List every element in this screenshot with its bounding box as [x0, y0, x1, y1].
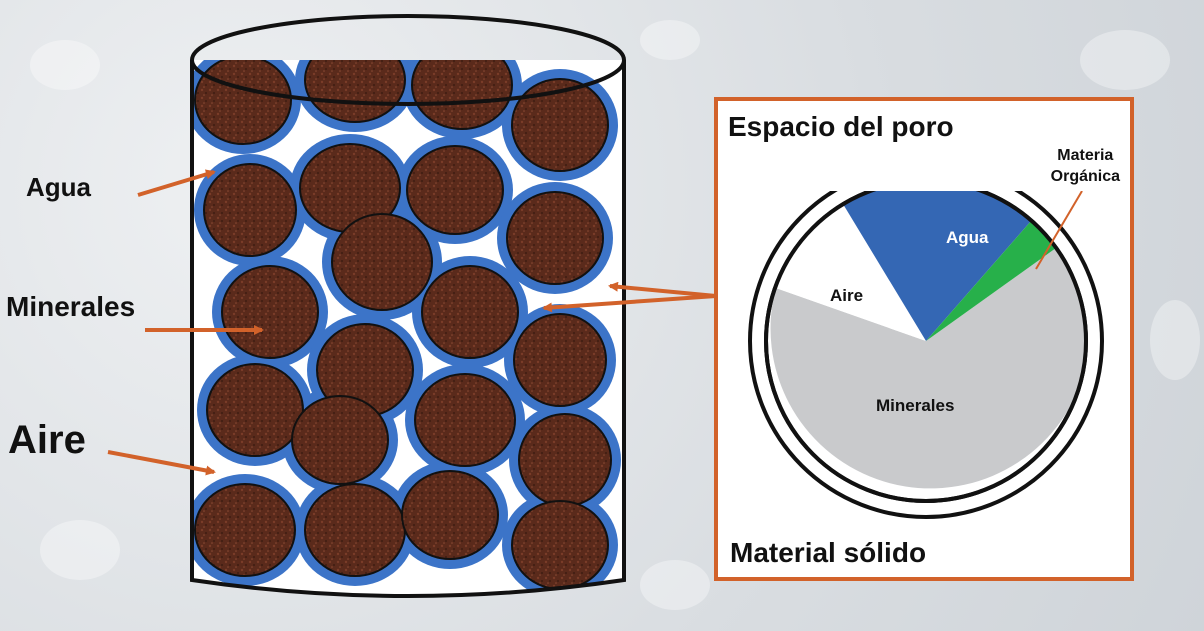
column-top-rim [190, 14, 626, 106]
soil-particle [414, 373, 516, 467]
soil-particle [401, 470, 499, 560]
soil-particle [421, 265, 519, 359]
organic-matter-leader [1035, 191, 1083, 270]
organic-matter-label-line2: Orgánica [1050, 168, 1120, 185]
organic-matter-label: Materia Orgánica [1051, 145, 1120, 187]
minerals-label: Minerales [6, 291, 136, 322]
soil-particles [192, 60, 621, 596]
air-arrow [107, 450, 216, 476]
soil-particle [304, 60, 406, 123]
column-outline [190, 60, 626, 598]
pore-arrow-upper [608, 281, 717, 298]
soil-particle [194, 483, 296, 577]
pie-label-air: Aire [830, 286, 863, 305]
pore-arrow-lower [542, 294, 717, 313]
water-drop [1080, 30, 1170, 90]
pie-label-water: Agua [946, 228, 989, 247]
pie-slice-minerals [770, 248, 1086, 489]
pie-label-minerals: Minerales [876, 396, 954, 415]
water-label: Agua [26, 172, 91, 202]
soil-particle [511, 78, 609, 172]
soil-particle [221, 265, 319, 359]
pie-slice-organic-matter [926, 221, 1056, 341]
water-arrow [137, 169, 216, 197]
organic-matter-label-line1: Materia [1057, 147, 1114, 164]
air-label: Aire [8, 418, 86, 462]
soil-particle [203, 163, 297, 257]
composition-pie: Agua Aire Minerales [748, 191, 1104, 519]
water-drop [30, 40, 100, 90]
soil-particle [518, 413, 612, 507]
pie-slice-water [843, 191, 1031, 341]
soil-composition-panel: Espacio del poro Materia Orgánica Agua A… [714, 97, 1134, 581]
soil-particle [304, 483, 406, 577]
soil-particle [411, 60, 513, 130]
water-drop [1150, 300, 1200, 380]
soil-particle [506, 191, 604, 285]
pie-slice-air [775, 204, 926, 341]
pie-border [764, 191, 1088, 503]
water-drop [640, 560, 710, 610]
soil-particle [206, 363, 304, 457]
soil-particle [511, 500, 609, 590]
pore-space-title: Espacio del poro [728, 111, 954, 142]
water-drop [40, 520, 120, 580]
solid-material-title: Material sólido [730, 537, 927, 568]
soil-particle [194, 60, 292, 145]
soil-particle [331, 213, 433, 311]
soil-particle [291, 395, 389, 485]
water-drop [640, 20, 700, 60]
soil-particle [406, 145, 504, 235]
soil-particle [513, 313, 607, 407]
